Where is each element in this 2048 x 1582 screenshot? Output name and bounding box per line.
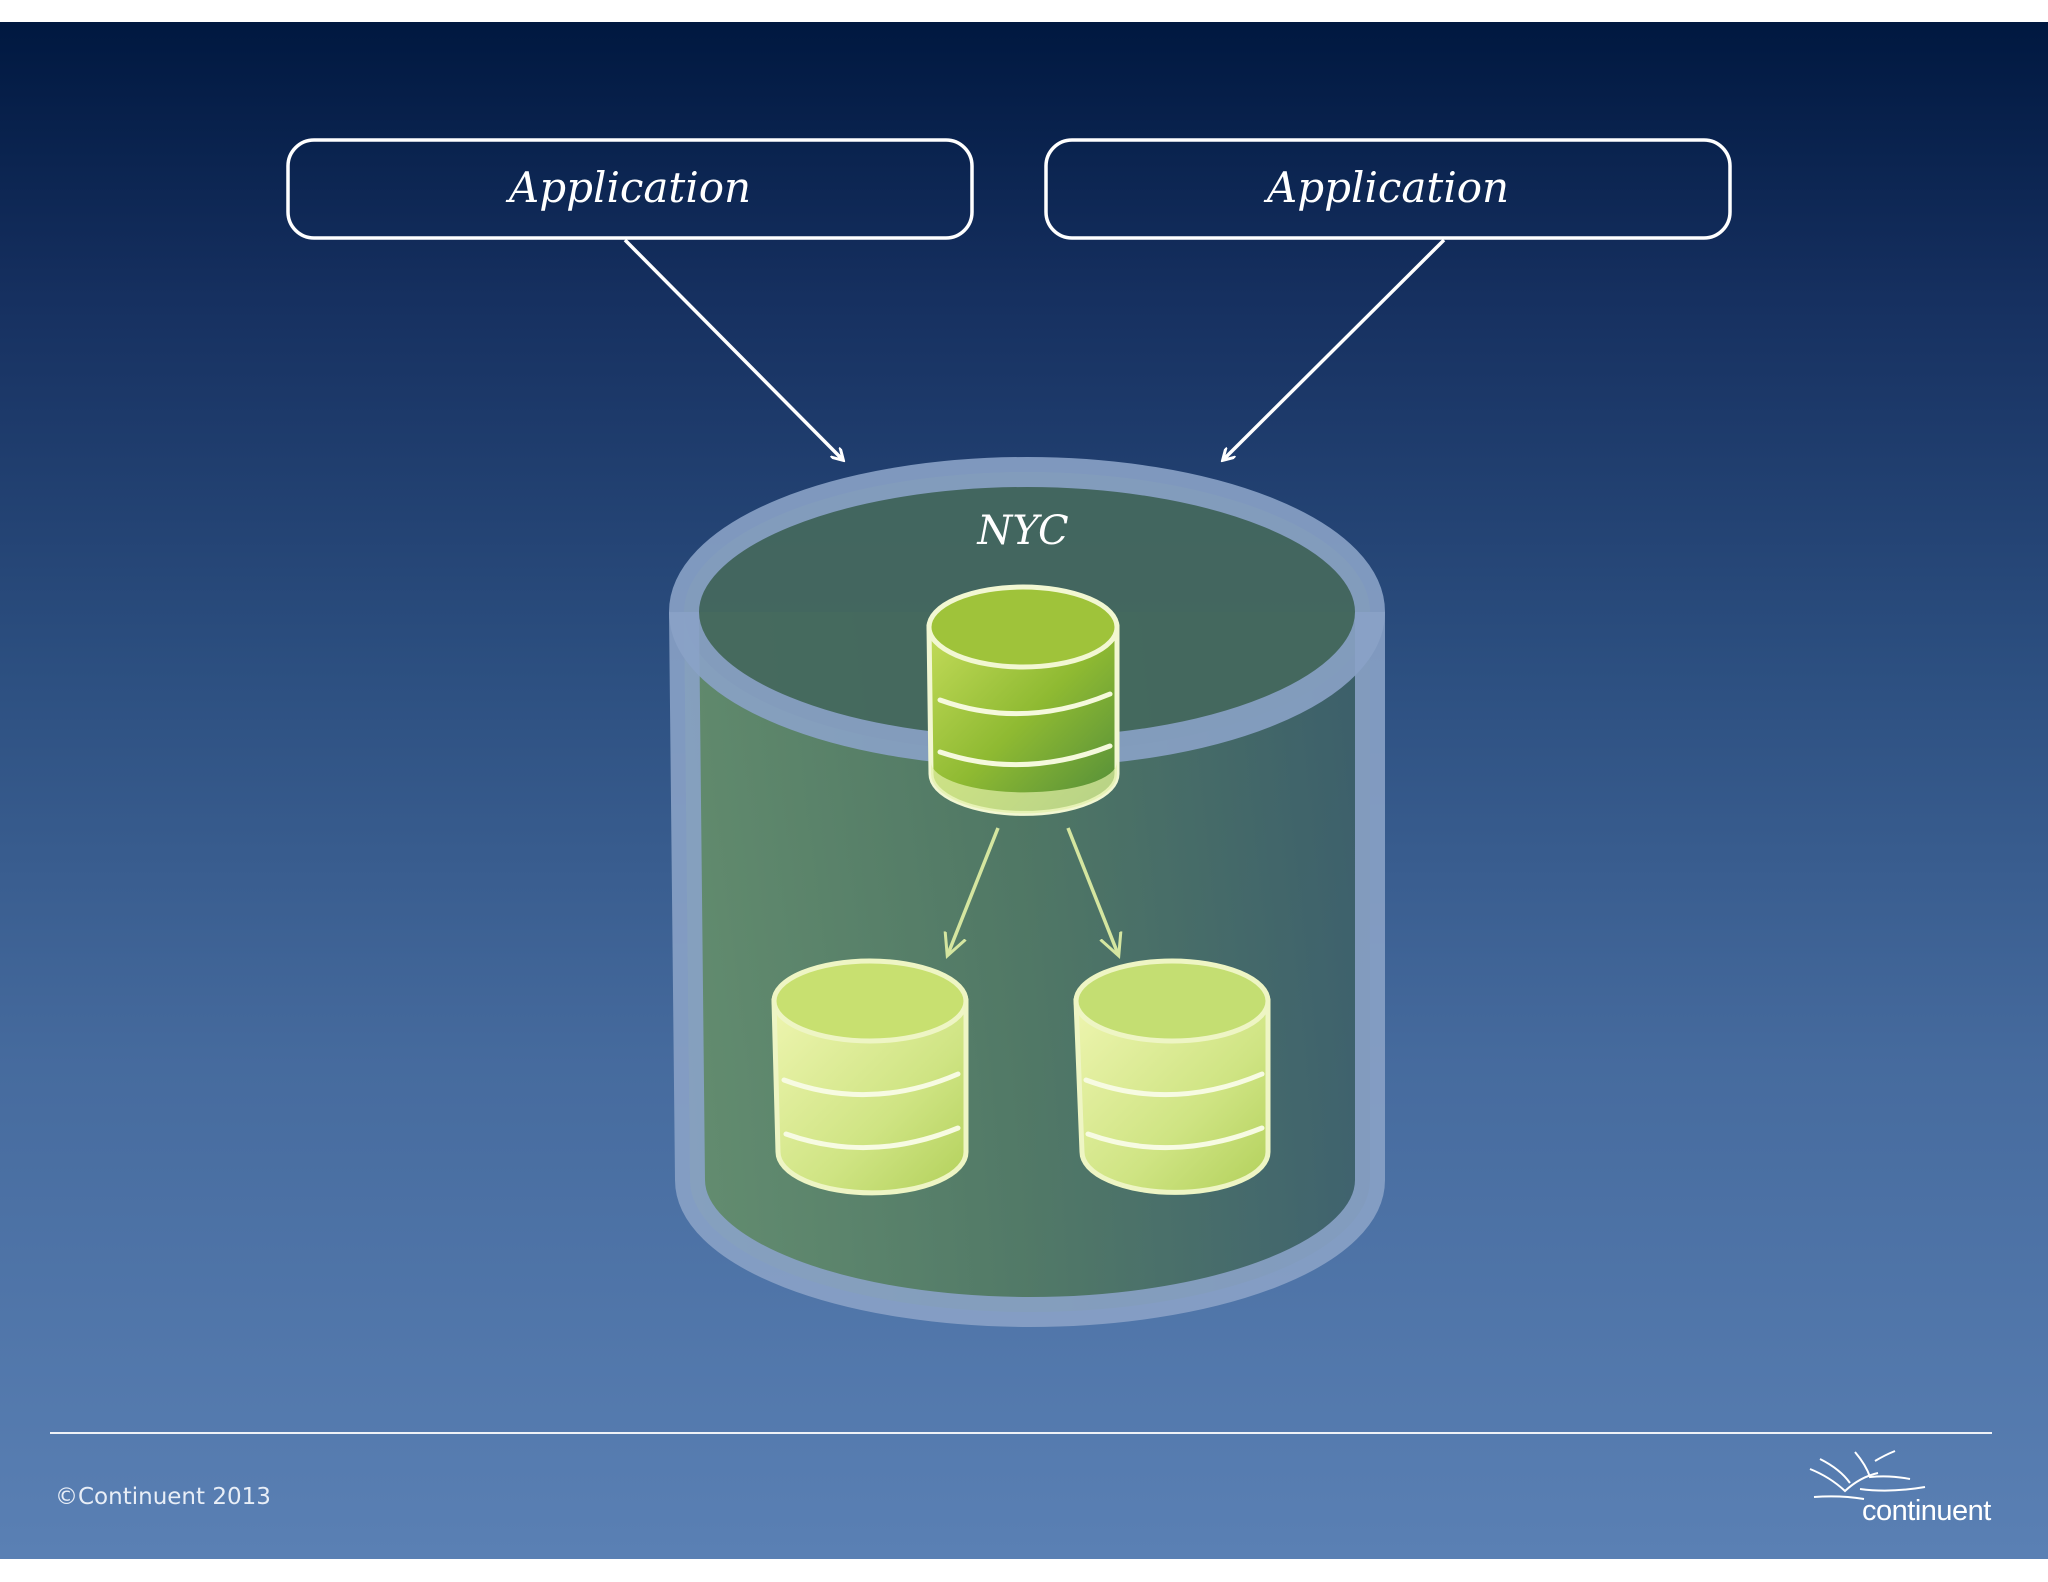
logo-text: continuent: [1862, 1495, 1991, 1527]
replica-database-icon-right: [1073, 958, 1271, 1195]
application-label-left: Application: [505, 163, 751, 212]
replica-database-icon-left: [771, 958, 969, 1196]
application-box-right: Application: [1044, 138, 1732, 240]
diagram-canvas: Application Application NYC: [286, 138, 1732, 1327]
continuent-logo: continuent: [1800, 1447, 2030, 1547]
birds-icon: [1809, 1450, 1926, 1500]
arrow-left-app-to-cluster: [623, 238, 842, 459]
footer-divider: [50, 1432, 1992, 1434]
master-database-icon: [926, 584, 1120, 816]
cluster-label: NYC: [976, 508, 1068, 554]
application-box-left: Application: [286, 138, 974, 240]
copyright-text: ©Continuent 2013: [55, 1484, 271, 1510]
arrow-master-to-replica-left: [948, 827, 1000, 954]
slide: Application Application NYC: [0, 22, 2048, 1559]
arrow-master-to-replica-right: [1066, 827, 1118, 954]
application-label-right: Application: [1263, 163, 1509, 212]
arrow-right-app-to-cluster: [1224, 238, 1446, 459]
